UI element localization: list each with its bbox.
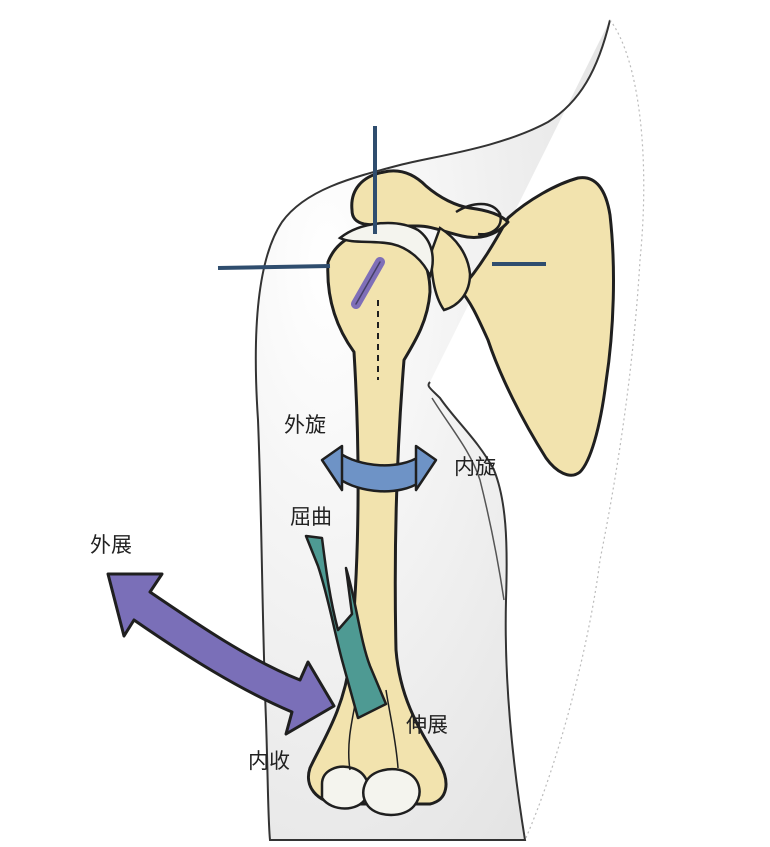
label-extension: 伸展 (406, 713, 448, 737)
horizontal-axis-line-left (218, 266, 330, 268)
label-adduction: 内收 (248, 749, 290, 773)
label-external-rotation: 外旋 (284, 413, 326, 437)
elbow-trochlea (322, 767, 368, 809)
label-flexion: 屈曲 (290, 505, 332, 529)
label-internal-rotation: 内旋 (454, 455, 496, 479)
elbow-capitulum (363, 769, 419, 815)
label-abduction: 外展 (90, 533, 132, 557)
